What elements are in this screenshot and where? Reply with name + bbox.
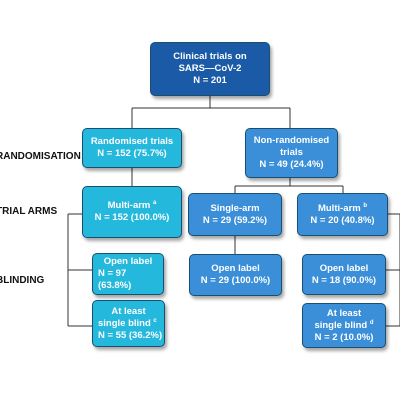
node-multi-arm-non-randomised-count: N = 20 (40.8%) [310, 214, 375, 226]
node-single-blind-randomised-count: N = 55 (36.2%) [98, 329, 163, 341]
node-clinical-trials-line1: Clinical trials on [173, 51, 247, 62]
node-multi-arm-non-randomised: Multi-arm b N = 20 (40.8%) [297, 193, 388, 236]
node-non-randomised-trials-title: Non-randomised [253, 135, 330, 146]
node-non-randomised-trials: Non-randomised trials N = 49 (24.4%) [245, 128, 338, 178]
node-clinical-trials-count: N = 201 [193, 75, 227, 86]
node-randomised-trials: Randomised trials N = 152 (75.7%) [82, 128, 182, 168]
node-randomised-trials-count: N = 152 (75.7%) [97, 148, 167, 159]
stage-label-blinding: BLINDING [0, 275, 45, 286]
node-clinical-trials: Clinical trials on SARS—CoV-2 N = 201 [150, 42, 270, 96]
node-open-label-randomised-count: N = 97 [98, 268, 127, 279]
footnote-d: d [369, 319, 374, 326]
node-open-label-randomised-title: Open label [103, 256, 153, 267]
node-multi-arm-non-randomised-title: Multi-arm b [303, 202, 382, 215]
node-single-arm-count: N = 29 (59.2%) [202, 214, 268, 226]
footnote-b: b [363, 202, 368, 209]
node-multi-arm-randomised-label: Multi-arm [107, 200, 151, 211]
node-open-label-single-arm-count: N = 29 (100.0%) [200, 275, 271, 286]
node-single-arm: Single-arm N = 29 (59.2%) [188, 193, 282, 236]
node-single-blind-randomised-title: At least [111, 305, 146, 317]
node-single-blind-multi-arm-count: N = 2 (10.0%) [314, 331, 374, 343]
node-multi-arm-randomised-title: Multi-arm a [88, 200, 176, 212]
footnote-c: c [153, 317, 157, 324]
node-randomised-trials-title: Randomised trials [90, 136, 174, 147]
node-single-blind-multi-arm-label: single blind [314, 319, 368, 331]
node-open-label-multi-arm-count: N = 18 (90.0%) [311, 274, 377, 286]
node-open-label-single-arm: Open label N = 29 (100.0%) [189, 254, 282, 296]
node-single-blind-multi-arm-title: At least [326, 307, 362, 319]
footnote-a: a [153, 199, 157, 206]
node-single-blind-randomised: At least single blind c N = 55 (36.2%) [92, 300, 165, 347]
node-single-arm-title: Single-arm [210, 202, 260, 214]
node-single-blind-multi-arm-title2: single blind d [308, 319, 380, 332]
node-open-label-single-arm-title: Open label [211, 263, 260, 274]
node-multi-arm-randomised-count: N = 152 (100.0%) [94, 212, 170, 223]
node-non-randomised-trials-title2: trials [280, 147, 303, 158]
stage-label-trial-arms: TRIAL ARMS [0, 206, 58, 217]
node-single-blind-randomised-title2: single blind c [98, 317, 159, 330]
node-single-blind-randomised-label: single blind [98, 317, 151, 329]
node-clinical-trials-line2: SARS—CoV-2 [178, 63, 242, 74]
node-non-randomised-trials-count: N = 49 (24.4%) [259, 159, 324, 170]
node-multi-arm-non-randomised-label: Multi-arm [317, 202, 361, 214]
node-single-blind-multi-arm: At least single blind d N = 2 (10.0%) [302, 303, 386, 348]
node-open-label-multi-arm-title: Open label [319, 262, 369, 274]
node-open-label-randomised: Open label N = 97 (63.8%) [92, 253, 164, 295]
node-open-label-randomised-percent: (63.8%) [98, 280, 132, 291]
node-open-label-multi-arm: Open label N = 18 (90.0%) [302, 254, 386, 295]
node-multi-arm-randomised: Multi-arm a N = 152 (100.0%) [82, 186, 182, 238]
stage-label-randomisation: RANDOMISATION [0, 151, 81, 162]
